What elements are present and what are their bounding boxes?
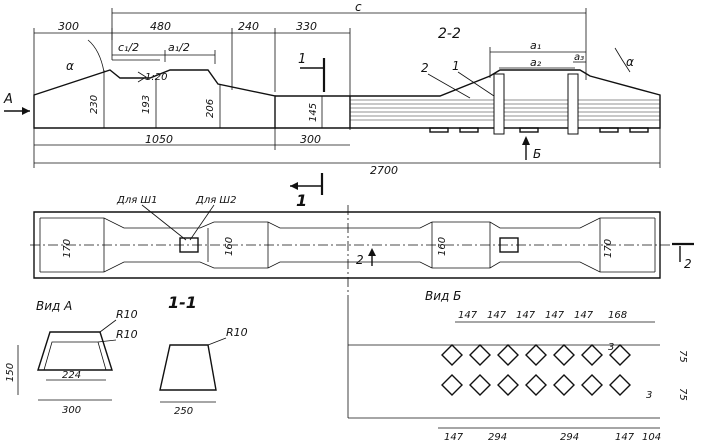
dim-top-168: 168 — [608, 310, 627, 321]
side-elevation-view: c 300 480 240 330 c₁/2 a₁/2 1:20 α 230 — [3, 0, 661, 210]
dim-206: 206 — [205, 99, 216, 118]
dim-top-147-a: 147 — [458, 310, 478, 321]
dim-330: 330 — [296, 20, 317, 33]
view-B: Вид Б 147 147 147 147 147 168 3 — [347, 289, 688, 442]
dim-bottom-294-a: 294 — [488, 432, 507, 442]
dim-224: 224 — [62, 370, 81, 381]
r10-c: R10 — [226, 326, 248, 339]
dim-a2: a₂ — [530, 56, 542, 69]
dim-160-left: 160 — [224, 237, 235, 256]
alpha-right: α — [626, 55, 634, 69]
plan-view: Для Ш1 Для Ш2 170 160 160 170 2 2 — [30, 195, 694, 300]
dim-300-viewA: 300 — [62, 405, 81, 416]
view-B-title: Вид Б — [425, 289, 461, 303]
label-item-1: 1 — [452, 59, 460, 73]
dim-c1-half: c₁/2 — [118, 41, 139, 54]
dim-300-bottom: 300 — [300, 133, 321, 146]
dim-top-147-d: 147 — [545, 310, 565, 321]
dim-top-147-c: 147 — [516, 310, 536, 321]
dim-160-right: 160 — [437, 237, 448, 256]
view-arrow-A: A — [3, 92, 13, 107]
dim-2700: 2700 — [370, 164, 398, 177]
r10-b: R10 — [116, 328, 138, 341]
dim-150: 150 — [5, 363, 16, 382]
dim-bottom-104: 104 — [642, 432, 661, 442]
label-item-2: 2 — [421, 61, 429, 75]
dim-75-upper: 75 — [677, 350, 688, 363]
section-1-1-title: 1-1 — [168, 293, 197, 312]
view-A-title: Вид А — [36, 299, 72, 313]
section-mark-1-bottom: 1 — [296, 191, 307, 210]
dim-170-right: 170 — [603, 239, 614, 258]
dim-300-top: 300 — [58, 20, 79, 33]
section-mark-2-left: 2 — [356, 253, 364, 267]
view-arrow-B: Б — [533, 147, 541, 161]
label-for-sh2: Для Ш2 — [195, 195, 236, 206]
dim-480: 480 — [150, 20, 171, 33]
dim-193: 193 — [141, 95, 152, 114]
label-for-sh1: Для Ш1 — [116, 195, 157, 206]
section-mark-1-top: 1 — [298, 52, 306, 67]
dim-a3: a₃ — [574, 52, 584, 63]
dim-bottom-147-a: 147 — [444, 432, 464, 442]
dim-75-lower: 75 — [677, 388, 688, 401]
dim-170-left: 170 — [62, 239, 73, 258]
dim-top-147-b: 147 — [487, 310, 507, 321]
dim-240: 240 — [238, 20, 259, 33]
slope-label: 1:20 — [145, 72, 167, 83]
dim-bottom-147-b: 147 — [615, 432, 635, 442]
dim-a1-half: a₁/2 — [168, 41, 190, 54]
dim-c: c — [355, 0, 362, 14]
dim-1050: 1050 — [145, 133, 173, 146]
dim-230: 230 — [89, 95, 100, 114]
alpha-left: α — [66, 59, 74, 73]
section-2-2-title: 2-2 — [438, 26, 461, 42]
dim-bottom-294-b: 294 — [560, 432, 579, 442]
label-3-bottom: 3 — [646, 390, 652, 401]
section-2-2-view: 2-2 a₁ a₂ a₃ 2 1 — [350, 26, 661, 161]
dim-250: 250 — [174, 406, 193, 417]
dim-top-147-e: 147 — [574, 310, 594, 321]
dim-145: 145 — [308, 103, 319, 122]
view-A: Вид А 150 224 300 R10 R10 — [5, 299, 138, 416]
label-3-top: 3 — [608, 342, 614, 353]
section-mark-2-right: 2 — [684, 257, 692, 271]
r10-a: R10 — [116, 308, 138, 321]
dim-a1: a₁ — [530, 39, 541, 52]
section-1-1: 1-1 250 R10 — [159, 293, 248, 417]
